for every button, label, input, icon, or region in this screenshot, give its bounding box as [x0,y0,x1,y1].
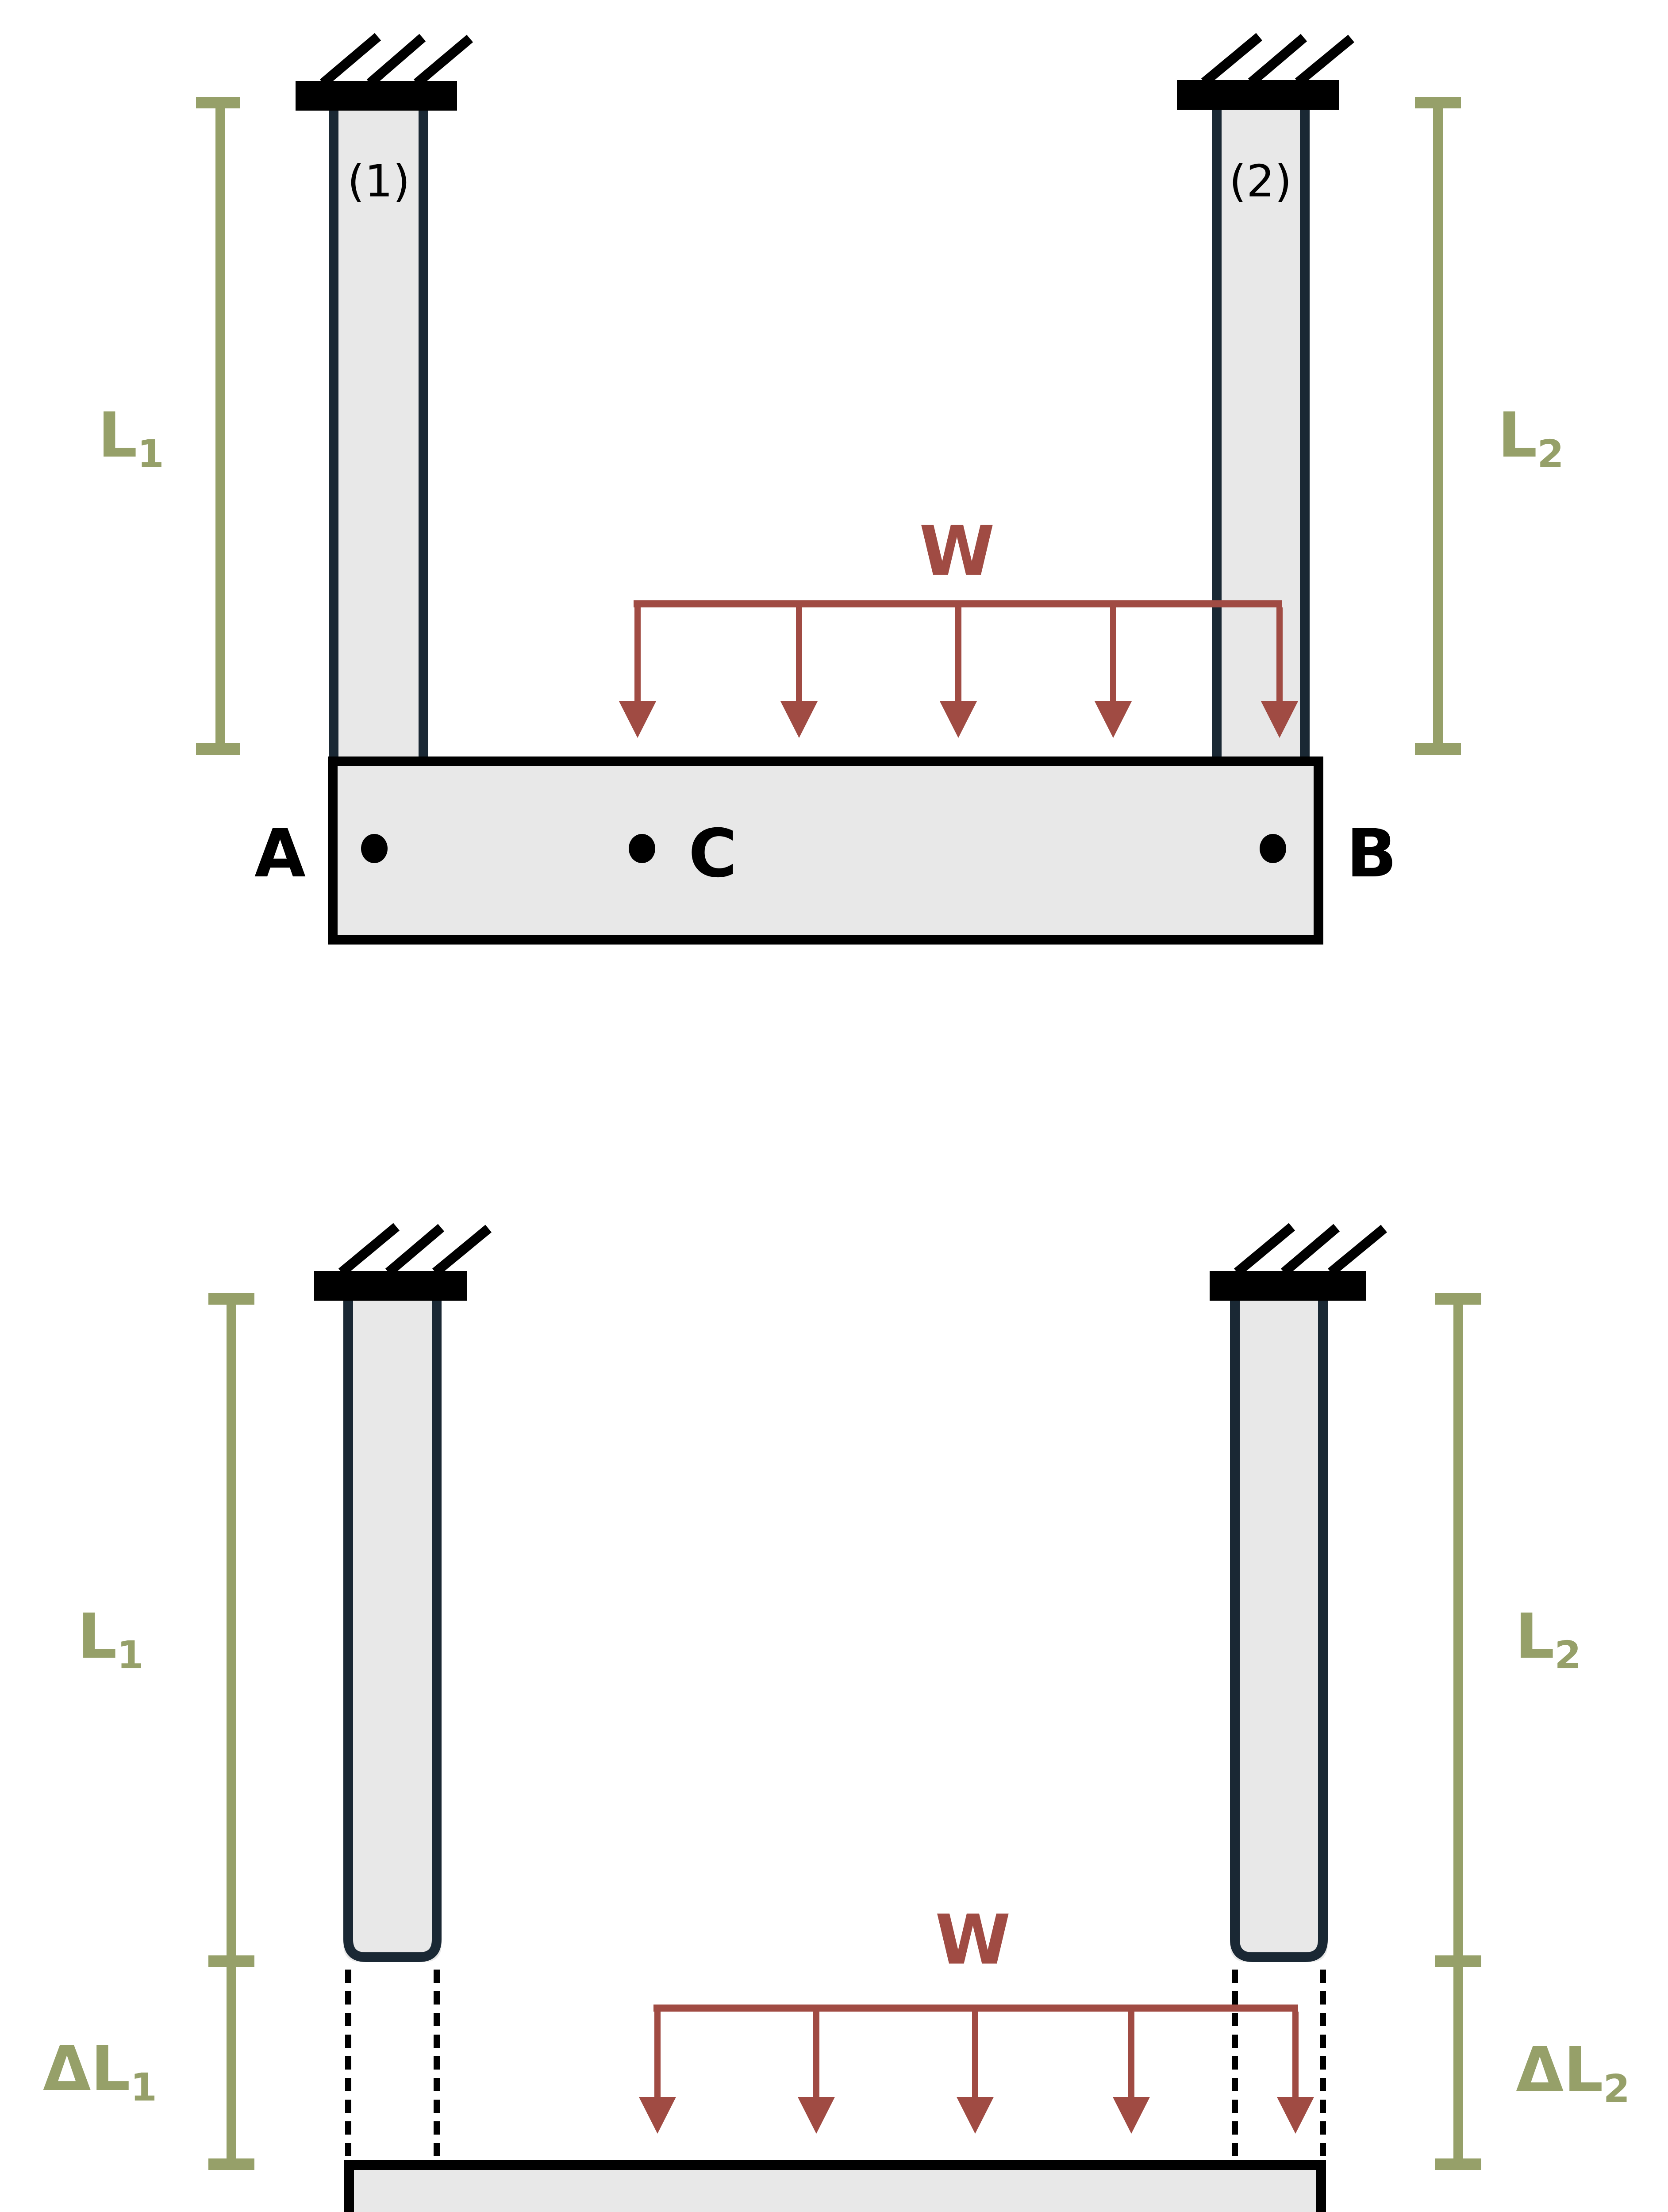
point-dot-a [361,834,388,863]
dim-label-L1-bottom-sub: 1 [117,1633,144,1678]
top-right-fixed-support [1177,33,1355,110]
point-label-c-top: C [688,815,738,892]
dim-label-L2-sub: 2 [1537,432,1564,477]
rod-2-stretched [1230,1301,1328,1962]
beam-top [328,757,1323,945]
load-label-top: W [919,511,995,591]
hatching-icon [1201,33,1355,86]
dim-label-L1-sub: 1 [137,432,164,477]
dim-label-L2-bottom: L2 [1515,1606,1581,1675]
point-dot-c [629,834,655,863]
dim-label-L1-base: L [98,399,138,472]
hatching-icon [338,1223,492,1276]
hatching-icon [319,33,473,87]
point-label-a-top: A [254,815,306,892]
load-arrow-icon [619,607,1298,738]
hatching-icon [1234,1223,1387,1276]
dimension-line-L1-dL1-bottom [208,1293,254,2170]
rod-2 [1212,110,1310,757]
dim-label-dL2-sub: 2 [1603,2066,1630,2112]
dim-label-L1-top: L1 [98,405,164,474]
rod-2-label: (2) [1229,155,1292,207]
point-dot-b [1260,834,1286,863]
dim-label-L2-bottom-sub: 2 [1554,1633,1581,1678]
dim-label-dL2-base: ΔL [1516,2034,1603,2106]
load-label-bottom: W [935,1900,1011,1980]
elongation-dashed-lines-right [1232,1970,1326,2159]
distributed-load-bottom [639,2005,1314,2134]
dim-label-dL1-base: ΔL [43,2033,131,2105]
elongation-dashed-lines-left [345,1970,440,2159]
dim-label-L1-bottom: L1 [77,1606,144,1675]
dim-label-L2-base: L [1498,399,1537,472]
bottom-right-fixed-support [1210,1223,1387,1301]
dim-label-L2-bottom-base: L [1515,1601,1555,1673]
rod-1-label: (1) [347,155,410,207]
dimension-line-L2-top [1415,97,1461,755]
dim-label-dL1-sub: 1 [130,2065,157,2110]
dim-label-L2-top: L2 [1498,405,1564,474]
beam-bottom [344,2160,1326,2212]
rod-1-stretched [343,1301,442,1962]
point-label-b-top: B [1346,815,1397,892]
dimension-line-L2-dL2-bottom [1435,1293,1481,2170]
top-left-fixed-support [296,33,473,111]
dim-label-dL2: ΔL2 [1516,2039,1630,2108]
distributed-load-top [619,600,1298,738]
rod-1 [329,111,428,757]
dim-label-dL1: ΔL1 [43,2038,157,2107]
dimension-line-L1-top [196,97,240,755]
bottom-left-fixed-support [314,1223,492,1301]
load-arrow-icon [639,2012,1314,2134]
dim-label-L1-bottom-base: L [77,1601,117,1673]
